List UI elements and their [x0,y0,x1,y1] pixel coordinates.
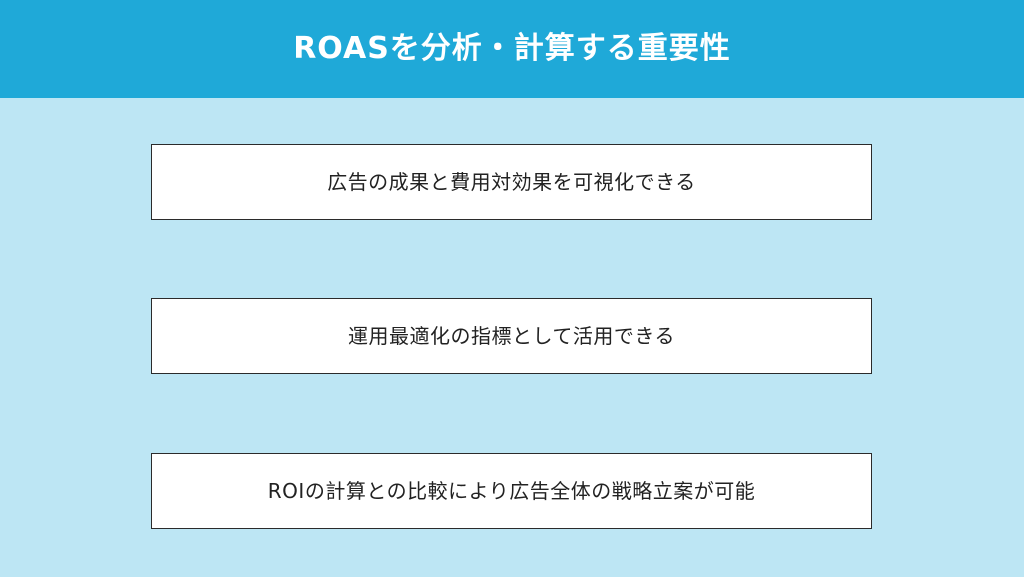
page-title: ROASを分析・計算する重要性 [293,31,731,66]
point-text-3: ROIの計算との比較により広告全体の戦略立案が可能 [267,479,756,503]
point-text-1: 広告の成果と費用対効果を可視化できる [327,170,696,194]
point-box-2: 運用最適化の指標として活用できる [151,298,872,374]
point-text-2: 運用最適化の指標として活用できる [348,324,675,348]
header-bar: ROASを分析・計算する重要性 [0,0,1024,98]
point-box-3: ROIの計算との比較により広告全体の戦略立案が可能 [151,453,872,529]
point-box-1: 広告の成果と費用対効果を可視化できる [151,144,872,220]
